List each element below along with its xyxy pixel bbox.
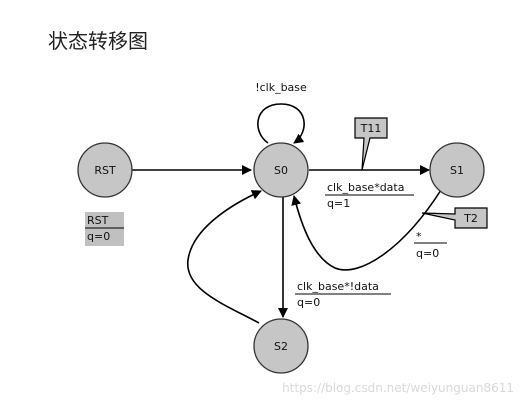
callout-t2: T2 (421, 207, 488, 229)
state-label-rst: RST (94, 164, 116, 177)
state-label-s1: S1 (450, 164, 464, 177)
s1-s0-condition: * (416, 230, 422, 243)
state-node-s2: S2 (253, 318, 309, 374)
s0-s2-condition: clk_base*!data (297, 280, 379, 293)
s1-s0-output: q=0 (416, 247, 439, 260)
self-loop-label: !clk_base (255, 81, 307, 94)
state-label-s2: S2 (274, 340, 288, 353)
state-node-rst: RST (77, 142, 133, 198)
page-title: 状态转移图 (48, 29, 148, 53)
callout-t11: T11 (354, 117, 388, 171)
s0-s2-output: q=0 (297, 296, 320, 309)
legend-line-2: q=0 (87, 230, 110, 243)
callout-t11-text: T11 (360, 122, 382, 135)
state-node-s0: S0 (253, 142, 309, 198)
state-label-s0: S0 (274, 164, 288, 177)
legend-box: RST q=0 (85, 212, 124, 246)
callout-t2-text: T2 (463, 212, 478, 225)
legend-line-1: RST (87, 214, 109, 227)
edge-s2-s0 (187, 190, 262, 324)
state-node-s1: S1 (429, 142, 485, 198)
s0-s1-output: q=1 (327, 197, 350, 210)
watermark: https://blog.csdn.net/weiyunguan8611 (282, 381, 514, 395)
s0-s1-condition: clk_base*data (327, 181, 404, 194)
edge-s0-self-loop (257, 103, 305, 144)
edge-s1-s0 (291, 189, 442, 271)
